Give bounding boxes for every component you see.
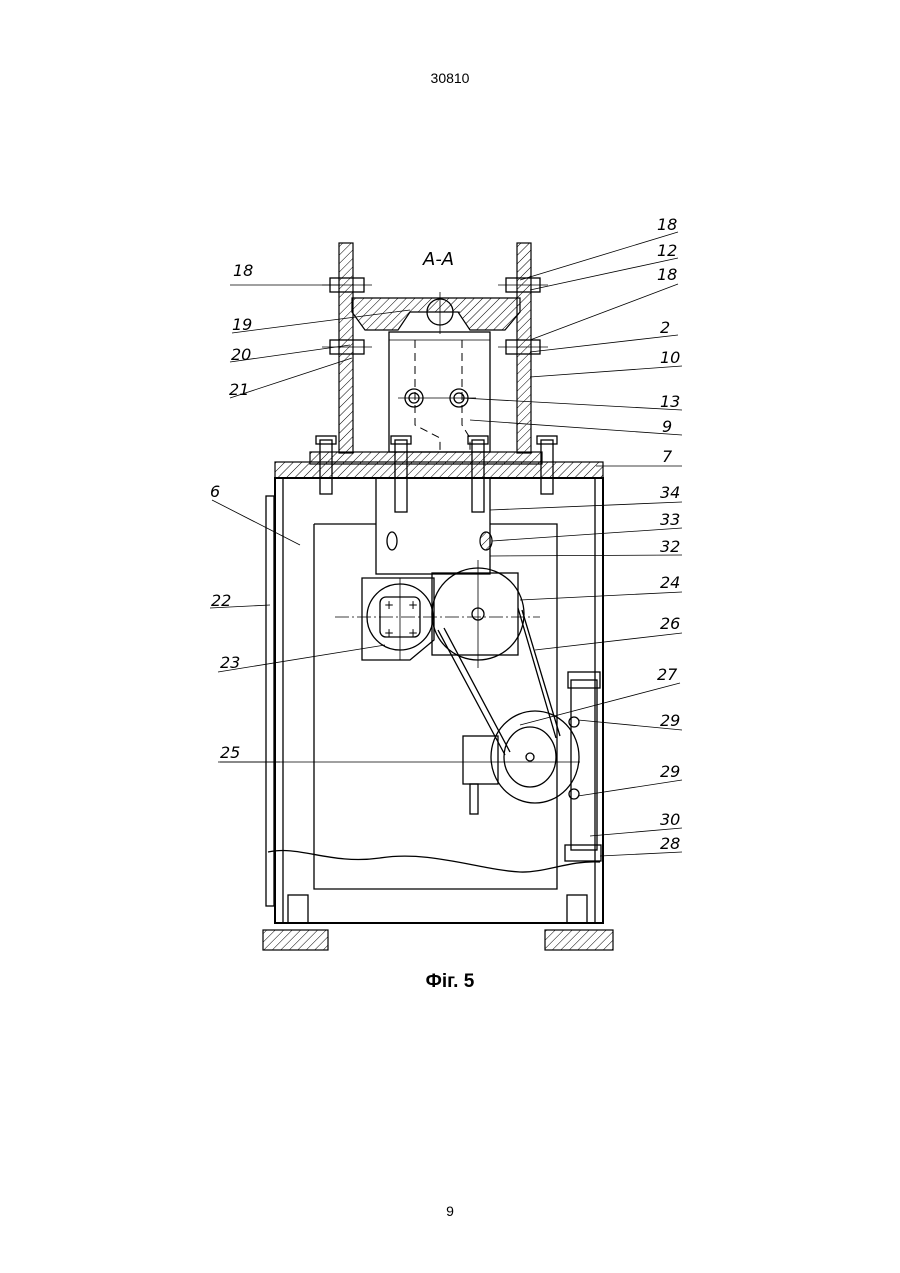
- callout-28: 28: [660, 834, 680, 853]
- bearing-housing: [362, 578, 434, 660]
- callout-19: 19: [232, 315, 252, 334]
- callout-29-upper: 29: [660, 711, 680, 730]
- callout-25: 25: [220, 743, 240, 762]
- callout-13: 13: [660, 392, 680, 411]
- callout-12: 12: [657, 241, 677, 260]
- callout-30: 30: [660, 810, 680, 829]
- callout-9: 9: [662, 417, 672, 436]
- figure-caption: Фіг. 5: [0, 971, 900, 993]
- page-number: 9: [0, 1203, 900, 1219]
- svg-text:+: +: [384, 598, 394, 612]
- callout-6: 6: [210, 482, 220, 501]
- svg-text:+: +: [408, 626, 418, 640]
- callout-20: 20: [231, 345, 251, 364]
- callout-27: 27: [657, 665, 678, 684]
- callout-18-mid: 18: [657, 265, 677, 284]
- callout-7: 7: [662, 447, 673, 466]
- callout-26: 26: [660, 614, 680, 633]
- callout-32: 32: [660, 537, 680, 556]
- svg-text:+: +: [408, 598, 418, 612]
- callout-23: 23: [220, 653, 240, 672]
- slider-block: [389, 332, 490, 452]
- callout-29-lower: 29: [660, 762, 680, 781]
- callout-18: 18: [233, 261, 253, 280]
- callout-33: 33: [660, 510, 680, 529]
- callout-34: 34: [660, 483, 680, 502]
- bracket: [376, 478, 490, 574]
- callout-22: 22: [211, 591, 231, 610]
- svg-text:+: +: [384, 626, 394, 640]
- left-post: [339, 243, 353, 453]
- callout-10: 10: [660, 348, 680, 367]
- callout-2: 2: [660, 318, 670, 337]
- callout-24: 24: [660, 573, 680, 592]
- callout-21: 21: [229, 380, 249, 399]
- section-label: A-A: [422, 249, 454, 270]
- casing: [266, 478, 603, 923]
- callout-18-top: 18: [657, 215, 677, 234]
- right-post: [517, 243, 531, 453]
